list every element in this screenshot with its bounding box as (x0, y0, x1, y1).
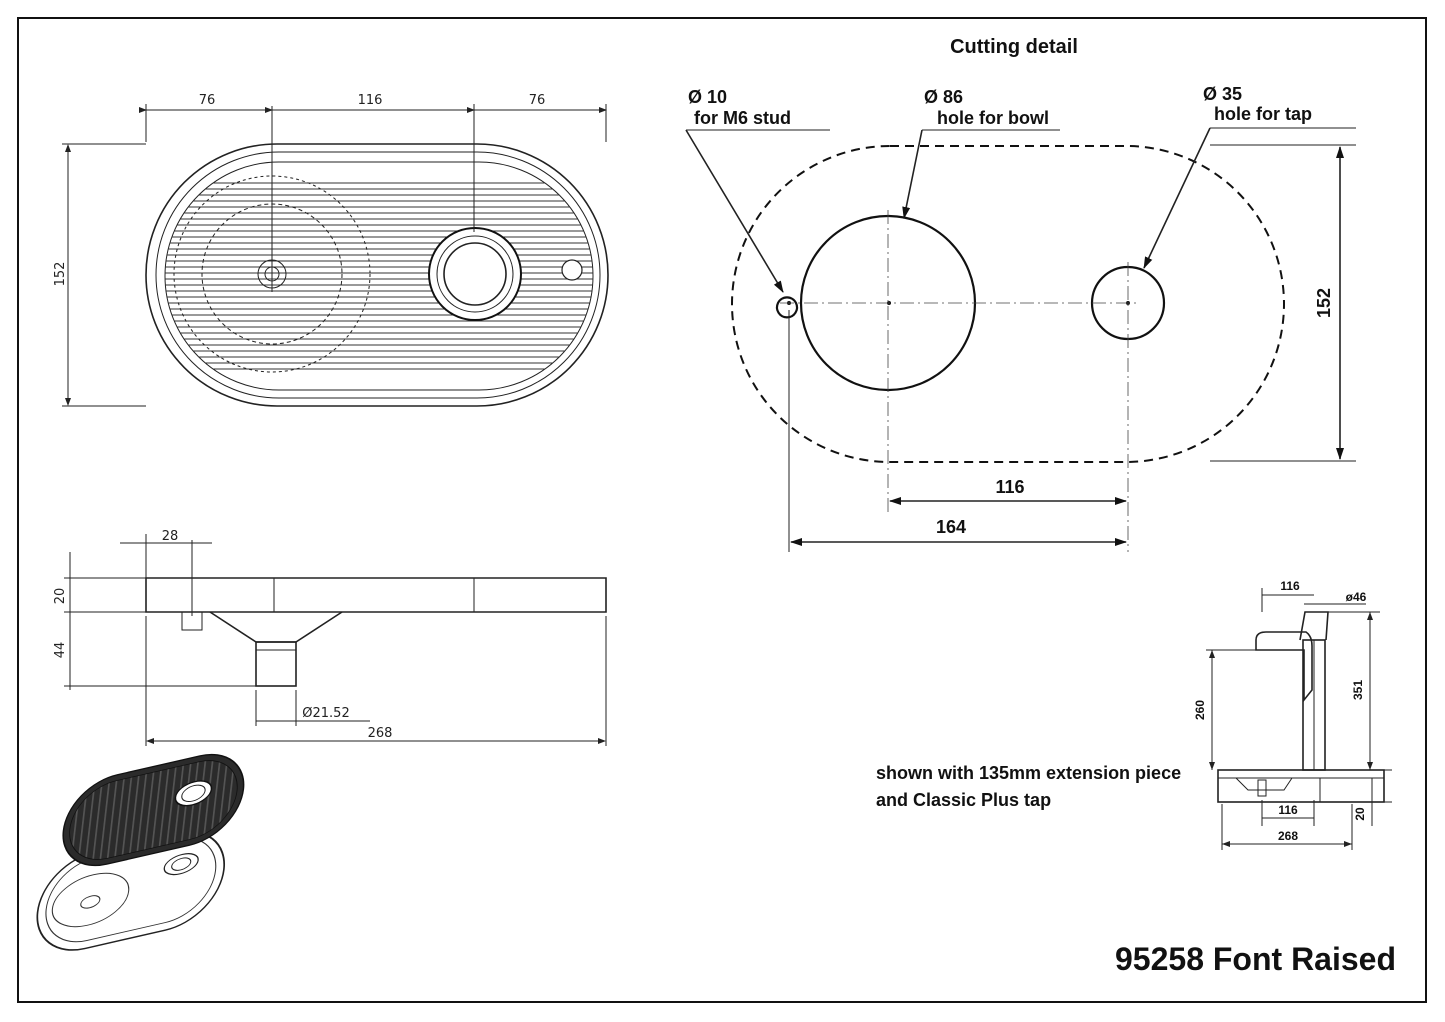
top-dim-right: 76 (529, 93, 546, 108)
cutting-heading: Cutting detail (950, 36, 1078, 58)
side-view: 28 20 44 Ø21.52 268 (53, 529, 607, 746)
tap-dim-base-width: 116 (1278, 803, 1298, 817)
top-dim-left: 76 (199, 93, 216, 108)
cut-dim-centers: 116 (995, 477, 1024, 497)
sheet-title: 95258 Font Raised (1115, 941, 1396, 977)
tap-note: hole for tap (1214, 104, 1312, 124)
top-dim-middle: 116 (358, 93, 383, 108)
bowl-note: hole for bowl (937, 108, 1049, 128)
cut-dim-height: 152 (1314, 288, 1334, 318)
side-dim-offset: 28 (162, 529, 179, 544)
tap-dim-diameter: ø46 (1346, 590, 1367, 604)
tap-dim-base-length: 268 (1278, 829, 1298, 843)
tap-dim-base-height: 20 (1353, 807, 1367, 821)
stud-diameter: Ø 10 (688, 87, 727, 107)
stud-note: for M6 stud (694, 108, 791, 128)
cutting-detail: Cutting detail Ø 10 for M6 stud Ø 86 hol… (685, 36, 1356, 552)
tap-assembly-view: 116 ø46 351 260 20 116 268 (1193, 579, 1392, 850)
side-dim-top: 20 (53, 588, 68, 605)
tap-dim-spout: 260 (1193, 700, 1207, 720)
cut-dim-overall: 164 (936, 517, 966, 537)
note-line-1: shown with 135mm extension piece (876, 763, 1181, 783)
note-line-2: and Classic Plus tap (876, 790, 1051, 810)
sheet-border (17, 17, 1427, 1003)
side-dim-length: 268 (368, 726, 393, 741)
top-dim-height: 152 (53, 262, 68, 287)
side-dim-drop: 44 (53, 642, 68, 659)
side-dim-outlet: Ø21.52 (302, 706, 349, 721)
isometric-view (36, 753, 245, 951)
bowl-diameter: Ø 86 (924, 87, 963, 107)
tap-dim-reach: 116 (1280, 579, 1300, 593)
tap-diameter: Ø 35 (1203, 84, 1242, 104)
top-view: 76 116 76 152 (53, 93, 609, 407)
tap-dim-total: 351 (1351, 680, 1365, 700)
